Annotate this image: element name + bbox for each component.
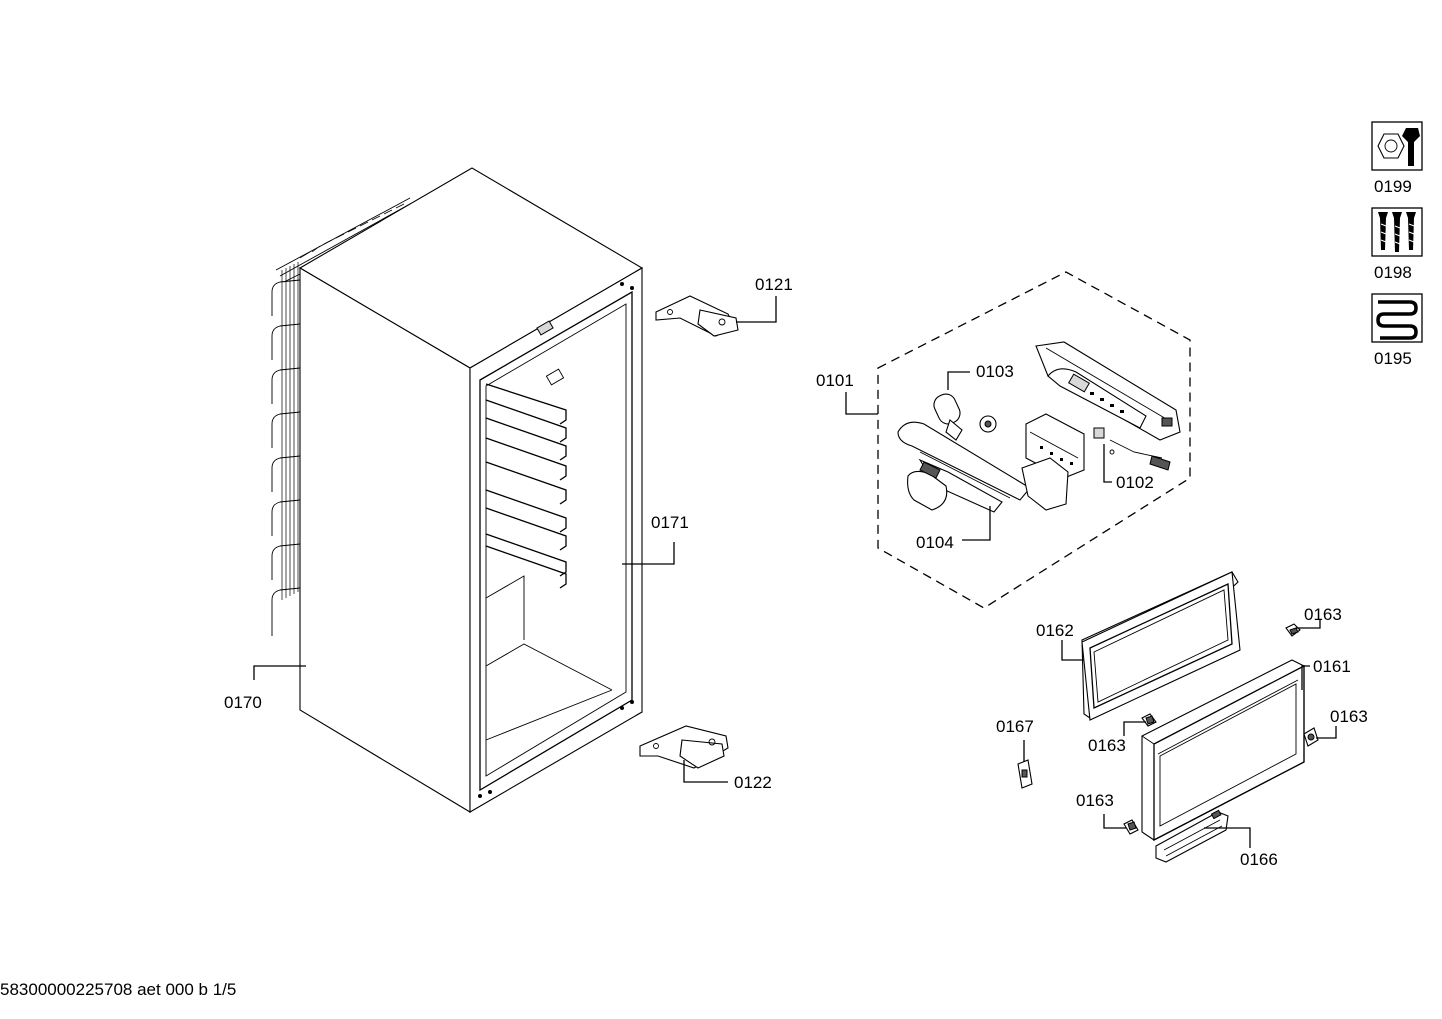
label-0103: 0103 xyxy=(976,362,1014,381)
callout-0103: 0103 xyxy=(947,362,1014,390)
legend-0199: 0199 xyxy=(1371,121,1423,196)
lamp-cover xyxy=(897,421,1031,513)
clip-right xyxy=(1303,727,1319,747)
legend-code-0199: 0199 xyxy=(1374,177,1412,196)
callout-0163-middle: 0163 xyxy=(1088,721,1146,755)
callout-0166: 0166 xyxy=(1204,827,1278,869)
label-0171: 0171 xyxy=(651,513,689,532)
clip-bottom xyxy=(1123,819,1139,835)
label-0102: 0102 xyxy=(1116,473,1154,492)
lower-hinge xyxy=(639,725,729,769)
label-0121: 0121 xyxy=(755,275,793,294)
legend-code-0195: 0195 xyxy=(1374,349,1412,368)
bracket-0167 xyxy=(1017,759,1033,789)
nut-wrench-icon xyxy=(1377,128,1420,166)
callout-0170: 0170 xyxy=(224,665,306,712)
door-handle xyxy=(1155,809,1229,863)
clip-top xyxy=(1285,623,1301,637)
heating-coil-icon xyxy=(1376,300,1418,340)
label-0167: 0167 xyxy=(996,717,1034,736)
callout-0121: 0121 xyxy=(736,275,793,323)
callout-0163-right: 0163 xyxy=(1316,707,1368,739)
control-assembly-boundary xyxy=(877,271,1191,609)
upper-hinge xyxy=(655,295,739,337)
lamp-bulb xyxy=(933,393,997,441)
label-0161: 0161 xyxy=(1313,657,1351,676)
clip-middle xyxy=(1141,713,1157,727)
label-0170: 0170 xyxy=(224,693,262,712)
drawing-number: 58300000225708 aet 000 b 1/5 xyxy=(0,980,237,999)
door-panel xyxy=(1141,659,1305,842)
callout-0161: 0161 xyxy=(1301,657,1351,690)
cabinet-front xyxy=(469,267,643,813)
callout-0102: 0102 xyxy=(1103,444,1154,492)
label-0104: 0104 xyxy=(916,533,954,552)
callout-0101: 0101 xyxy=(816,371,878,415)
cabinet-assembly xyxy=(271,167,644,813)
callout-0163-top: 0163 xyxy=(1296,605,1342,629)
callout-0167: 0167 xyxy=(996,717,1034,762)
callout-0122: 0122 xyxy=(683,760,772,792)
label-0101: 0101 xyxy=(816,371,854,390)
callout-0104: 0104 xyxy=(916,506,991,552)
shelf-rails xyxy=(485,383,567,589)
label-0162: 0162 xyxy=(1036,621,1074,640)
label-0163-bottom: 0163 xyxy=(1076,791,1114,810)
screws-icon xyxy=(1378,212,1416,252)
callout-0171: 0171 xyxy=(622,513,689,565)
legend-0198: 0198 xyxy=(1371,207,1423,282)
legend-0195: 0195 xyxy=(1371,293,1423,368)
control-housing xyxy=(1035,341,1181,441)
legend-code-0198: 0198 xyxy=(1374,263,1412,282)
door-gasket xyxy=(1081,571,1241,721)
electronic-module xyxy=(1021,413,1171,511)
label-0122: 0122 xyxy=(734,773,772,792)
label-0166: 0166 xyxy=(1240,850,1278,869)
label-0163-right: 0163 xyxy=(1330,707,1368,726)
label-0163-top: 0163 xyxy=(1304,605,1342,624)
label-0163-middle: 0163 xyxy=(1088,736,1126,755)
callout-0162: 0162 xyxy=(1036,621,1084,661)
callout-0163-bottom: 0163 xyxy=(1076,791,1126,829)
condenser-coil xyxy=(271,197,411,636)
